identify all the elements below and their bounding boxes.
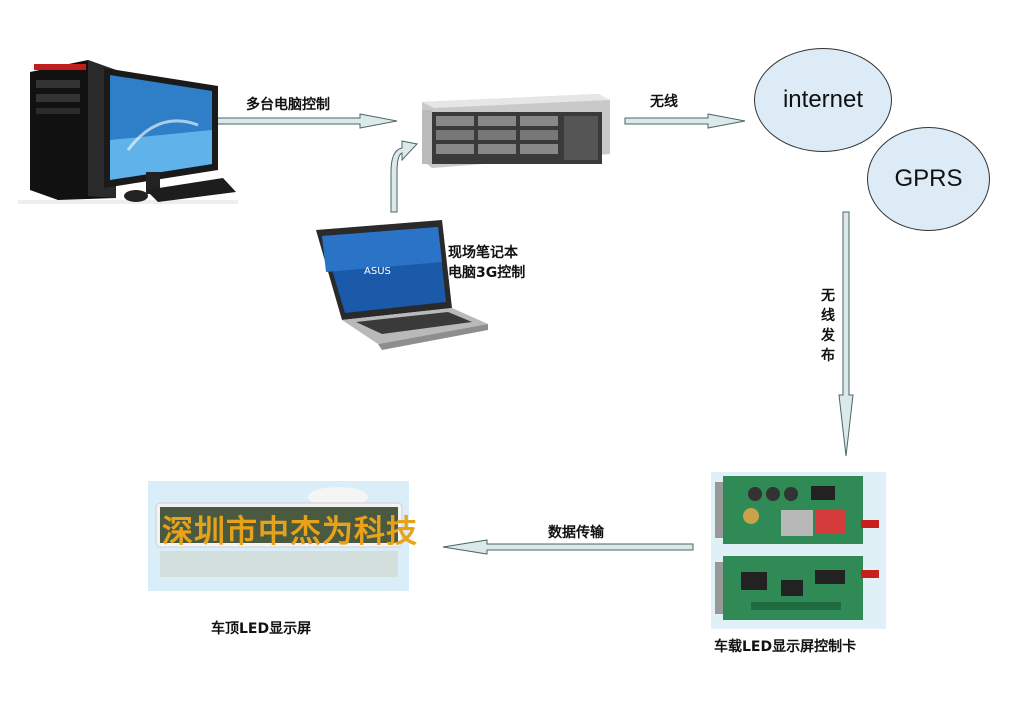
gprs-bubble: GPRS [867, 127, 990, 231]
roof-led-screen-image: 深圳市中杰为科技 [148, 481, 417, 591]
arrow-server-to-internet [624, 113, 746, 129]
desktop-computer-image [18, 50, 238, 204]
control-card-image [711, 472, 886, 629]
label-laptop-line1: 现场笔记本 [448, 245, 518, 261]
arrow-laptop-to-server [390, 140, 418, 213]
arrow-pc-to-server [216, 113, 398, 129]
label-wireless-publish-char: 发 [821, 328, 835, 344]
laptop-brand: ASUS [364, 266, 391, 277]
led-sign-text: 深圳市中杰为科技 [162, 514, 418, 550]
label-wireless-publish-char: 线 [821, 308, 835, 324]
laptop-image: ASUS [312, 212, 492, 356]
server-image [418, 88, 614, 172]
label-wireless: 无线 [650, 94, 678, 110]
label-data-transfer: 数据传输 [548, 525, 604, 541]
label-laptop-line2: 电脑3G控制 [448, 265, 526, 281]
arrow-gprs-to-card [838, 211, 854, 457]
label-vehicle-led-control-card: 车载LED显示屏控制卡 [714, 639, 857, 655]
internet-label: internet [782, 86, 864, 113]
label-multi-pc-control: 多台电脑控制 [246, 97, 330, 113]
arrow-card-to-screen [442, 539, 694, 555]
label-roof-led-screen: 车顶LED显示屏 [211, 621, 312, 637]
label-wireless-publish-char: 布 [821, 348, 835, 364]
gprs-label: GPRS [894, 165, 963, 192]
label-wireless-publish-char: 无 [821, 288, 835, 304]
internet-bubble: internet [754, 48, 892, 152]
